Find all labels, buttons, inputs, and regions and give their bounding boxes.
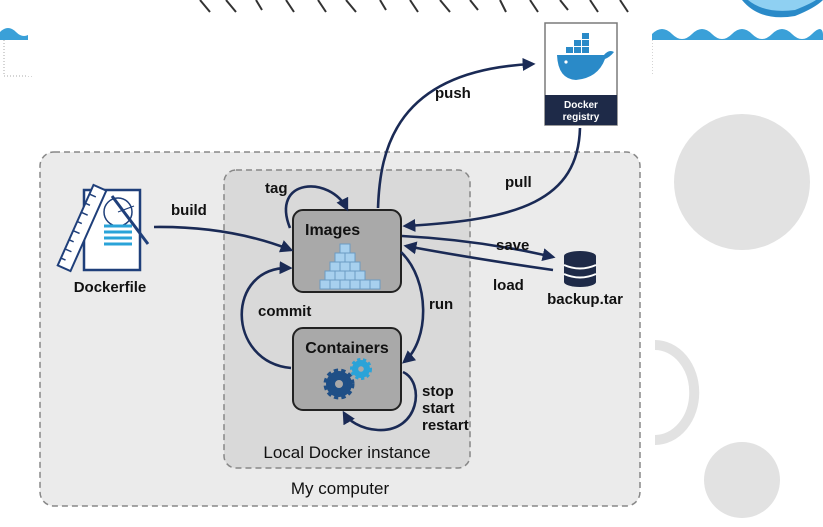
containers-label: Containers — [305, 340, 389, 357]
stop-label: stop — [422, 383, 454, 400]
registry-label-line1: Docker — [564, 100, 598, 111]
load-label: load — [493, 277, 524, 294]
wave-decoration-left — [0, 28, 32, 40]
local-docker-label: Local Docker instance — [263, 443, 430, 462]
commit-edge — [240, 261, 293, 370]
dockerfile-node: Dockerfile — [56, 183, 150, 296]
circle-decoration-2 — [704, 442, 780, 518]
run-edge — [400, 251, 425, 364]
tag-label: tag — [265, 180, 288, 197]
database-icon — [563, 251, 597, 287]
tag-edge — [284, 185, 349, 229]
my-computer-label: My computer — [291, 479, 390, 498]
backup-node: backup.tar — [547, 251, 623, 308]
save-label: save — [496, 237, 529, 254]
arc-decoration — [654, 340, 700, 445]
dockerfile-blueprint-icon — [56, 183, 150, 273]
lifecycle-edge — [342, 370, 418, 432]
build-edge — [153, 225, 294, 253]
commit-label: commit — [258, 303, 311, 320]
dockerfile-label: Dockerfile — [74, 279, 147, 296]
build-label: build — [171, 202, 207, 219]
pull-label: pull — [505, 174, 532, 191]
wave-decoration-right — [652, 29, 823, 40]
pull-edge — [402, 127, 582, 232]
registry-label-line2: registry — [563, 112, 600, 123]
cube-pyramid-icon — [319, 243, 381, 290]
images-node: Images — [292, 209, 402, 293]
docker-whale-icon — [557, 33, 614, 80]
gears-icon — [323, 358, 372, 400]
restart-label: restart — [422, 417, 469, 434]
save-edge — [401, 234, 556, 261]
push-edge — [376, 57, 536, 209]
start-label: start — [422, 400, 455, 417]
push-label: push — [435, 85, 471, 102]
images-label: Images — [305, 222, 360, 239]
containers-node: Containers — [292, 327, 402, 411]
load-edge — [403, 241, 554, 272]
run-label: run — [429, 296, 453, 313]
docker-registry-node: Docker registry — [544, 22, 618, 126]
circle-decoration-1 — [674, 114, 810, 250]
backup-label: backup.tar — [547, 291, 623, 308]
